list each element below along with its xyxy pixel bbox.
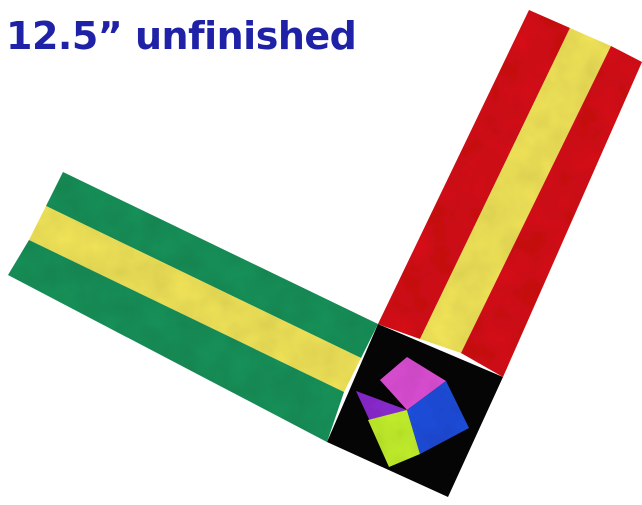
block-size-title: 12.5” unfinished	[6, 14, 356, 58]
